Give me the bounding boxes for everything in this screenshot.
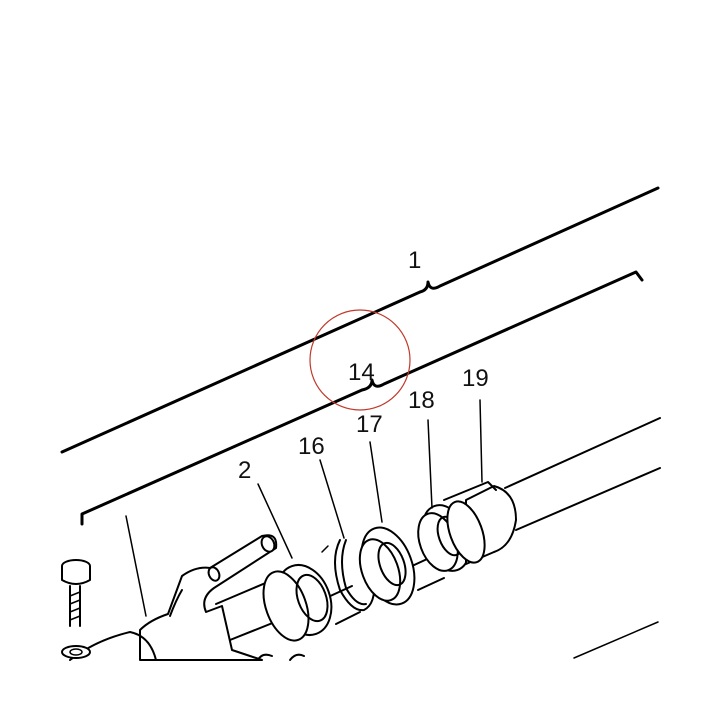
column-housing: [69, 534, 305, 661]
callout-18: 18: [408, 387, 435, 414]
leader-19: [479, 399, 483, 483]
leader-18: [427, 419, 433, 509]
callout-17: 17: [356, 411, 383, 438]
callout-1: 1: [408, 247, 421, 274]
callout-14: 14: [348, 359, 375, 386]
callout-2: 2: [238, 457, 251, 484]
leader-2: [257, 483, 293, 559]
callout-16: 16: [298, 433, 325, 460]
lower-right-edge: [573, 621, 659, 659]
brace-1: [60, 186, 660, 454]
part-2-bushing: [262, 564, 333, 642]
part-19-sleeve: [443, 481, 517, 565]
leader-14-housing: [125, 515, 147, 617]
leader-16: [319, 459, 345, 539]
bolt: [61, 559, 91, 659]
leader-lines: [125, 399, 483, 617]
leader-17: [369, 441, 383, 523]
tube-shaft: [504, 417, 661, 531]
part-17-ring: [358, 526, 416, 606]
highlight-circle: [309, 309, 411, 411]
brace-14: [80, 270, 644, 526]
callout-19: 19: [462, 365, 489, 392]
part-16-snap-ring: [321, 539, 376, 612]
